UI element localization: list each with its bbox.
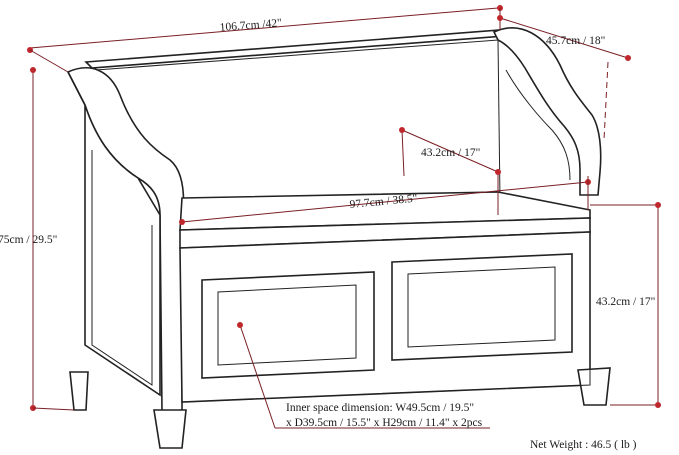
right-drawer-panel	[407, 266, 556, 348]
net-weight-label: Net Weight : 46.5 ( lb )	[530, 439, 637, 451]
inner-space-dot	[237, 322, 243, 328]
left-side-panel	[67, 71, 161, 397]
dimension-labels: 106.7cm /42" 45.7cm / 18" 75cm / 29.5" 4…	[0, 17, 655, 451]
seat-height-bottom-dot	[655, 402, 661, 408]
left-side-inner	[91, 150, 153, 386]
seat-depth-start-dot	[399, 127, 405, 133]
left-drawer-panel	[217, 284, 357, 366]
inner-space-label-line1: Inner space dimension: W49.5cm / 19.5"	[286, 402, 474, 414]
seat-height-top-dot	[655, 202, 661, 208]
base-rail	[181, 370, 591, 403]
right-arm	[492, 27, 602, 196]
right-arm-inner	[505, 69, 571, 181]
right-front-leg	[577, 367, 611, 406]
depth-end-dot	[625, 55, 631, 61]
depth-label: 45.7cm / 18"	[546, 35, 605, 47]
width-top-label: 106.7cm /42"	[219, 17, 282, 34]
seat-width-start-dot	[179, 219, 185, 225]
right-drawer	[391, 253, 573, 361]
seat-height-label: 43.2cm / 17"	[596, 296, 655, 308]
left-front-leg	[153, 409, 187, 449]
dimension-lines	[27, 5, 661, 429]
left-drawer	[201, 271, 375, 379]
bench-illustration	[66, 27, 611, 449]
height-total-label: 75cm / 29.5"	[0, 234, 57, 246]
seat-depth-end-dot	[495, 169, 501, 175]
back-rail	[84, 29, 506, 69]
height-top-dot	[30, 67, 36, 73]
seat-depth-label: 43.2cm / 17"	[421, 147, 480, 159]
inner-space-label-line2: x D39.5cm / 15.5" x H29cm / 11.4" x 2pcs	[286, 417, 483, 429]
depth-start-dot	[497, 15, 503, 21]
left-back-leg	[69, 371, 89, 411]
